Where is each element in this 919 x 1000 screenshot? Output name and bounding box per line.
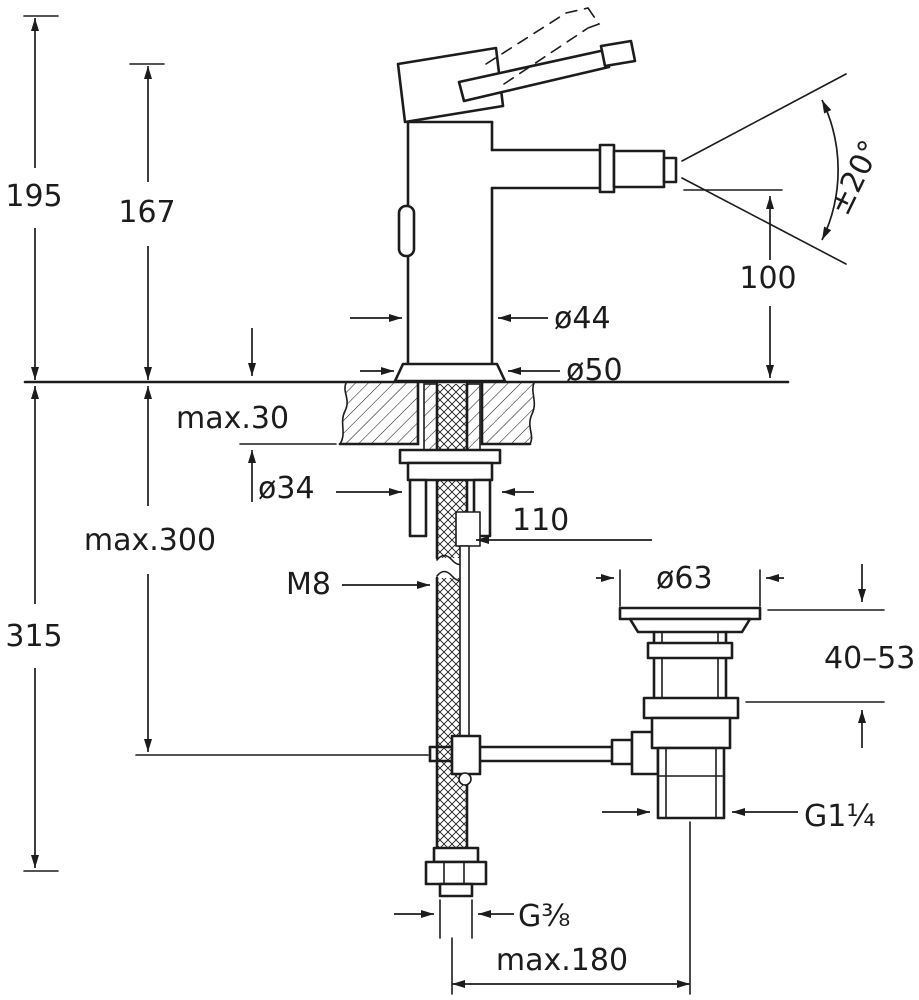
waste-flange-under <box>628 617 752 634</box>
pop-up-rod <box>428 511 614 786</box>
label-hose-length: 315 <box>5 619 62 654</box>
label-height-to-spout-top: 167 <box>118 195 175 230</box>
label-rod-reach: max.180 <box>496 943 628 978</box>
aerator <box>662 156 678 184</box>
clamp-screw <box>458 772 472 786</box>
mounting-nut <box>406 461 494 482</box>
dimension-annotations: 195 167 ±20° 100 ø44 ø50 <box>5 15 915 995</box>
label-waste-flange-diameter: ø63 <box>656 561 713 596</box>
mounting-deck <box>23 380 790 451</box>
label-body-diameter: ø44 <box>554 301 611 336</box>
label-spout-height: 100 <box>739 261 796 296</box>
label-base-diameter: ø50 <box>566 353 623 388</box>
mounting-hardware <box>398 448 502 538</box>
vertical-rod <box>459 545 470 747</box>
handle-cap <box>396 46 505 124</box>
dim-overall-height: 195 <box>5 15 63 380</box>
hose-end-fitting <box>424 846 488 898</box>
label-spray-angle: ±20° <box>823 135 889 221</box>
waste-flange <box>618 606 762 621</box>
dim-waste-flange-diameter: ø63 <box>596 561 784 607</box>
label-hole-diameter: ø34 <box>258 471 315 506</box>
waste-band <box>646 641 734 660</box>
dim-spray-angle: ±20° <box>681 73 889 265</box>
handle-lever-end <box>599 39 637 68</box>
dim-body-diameter: ø44 <box>350 301 611 336</box>
dim-rod-reach: max.180 <box>451 821 691 995</box>
label-rod-thread: M8 <box>286 567 331 602</box>
spout-head <box>612 149 666 189</box>
label-deck-thickness: max.30 <box>176 401 289 436</box>
fitting-collar <box>432 846 480 864</box>
dim-base-diameter: ø50 <box>360 353 623 388</box>
drain-assembly <box>610 606 762 820</box>
washer <box>398 448 502 465</box>
dim-height-to-spout-top: 167 <box>118 63 176 380</box>
label-below-deck: max.300 <box>84 523 216 558</box>
dim-waste-thread: G1¼ <box>602 799 875 834</box>
faucet-body <box>393 120 507 383</box>
dim-hole-diameter: ø34 <box>258 471 534 506</box>
rod-guide <box>455 511 481 547</box>
label-rod-offset: 110 <box>512 503 569 538</box>
dim-rod-thread: M8 <box>286 567 430 602</box>
waste-tailpiece <box>656 746 726 820</box>
dim-supply-thread: G⅜ <box>394 899 570 939</box>
dim-deck-thickness: max.30 <box>176 328 337 502</box>
pop-up-knob <box>397 204 416 258</box>
dim-spout-height: 100 <box>683 189 797 378</box>
dim-waste-height-range: 40–53 <box>745 564 915 748</box>
label-waste-thread: G1¼ <box>804 799 875 834</box>
base-flange <box>393 362 507 383</box>
faucet-handle <box>396 7 637 124</box>
lever-boss-small <box>610 738 634 766</box>
faucet-spout <box>490 143 678 194</box>
label-waste-height-range: 40–53 <box>824 641 915 676</box>
rod-clamp <box>450 734 482 776</box>
dim-rod-offset: 110 <box>476 503 652 544</box>
spout-ring <box>598 143 616 194</box>
label-supply-thread: G⅜ <box>518 899 570 934</box>
handle-alternate-position <box>485 7 601 85</box>
waste-collar <box>642 696 740 720</box>
dim-below-deck: max.300 <box>84 386 429 756</box>
waste-body <box>650 716 732 750</box>
bracket-prong-left <box>408 478 428 538</box>
fitting-thread-stub <box>438 882 474 898</box>
fitting-hex-nut <box>424 860 488 886</box>
label-overall-height: 195 <box>5 179 62 214</box>
handle-lever <box>457 48 611 103</box>
dim-hose-length: 315 <box>5 386 63 872</box>
